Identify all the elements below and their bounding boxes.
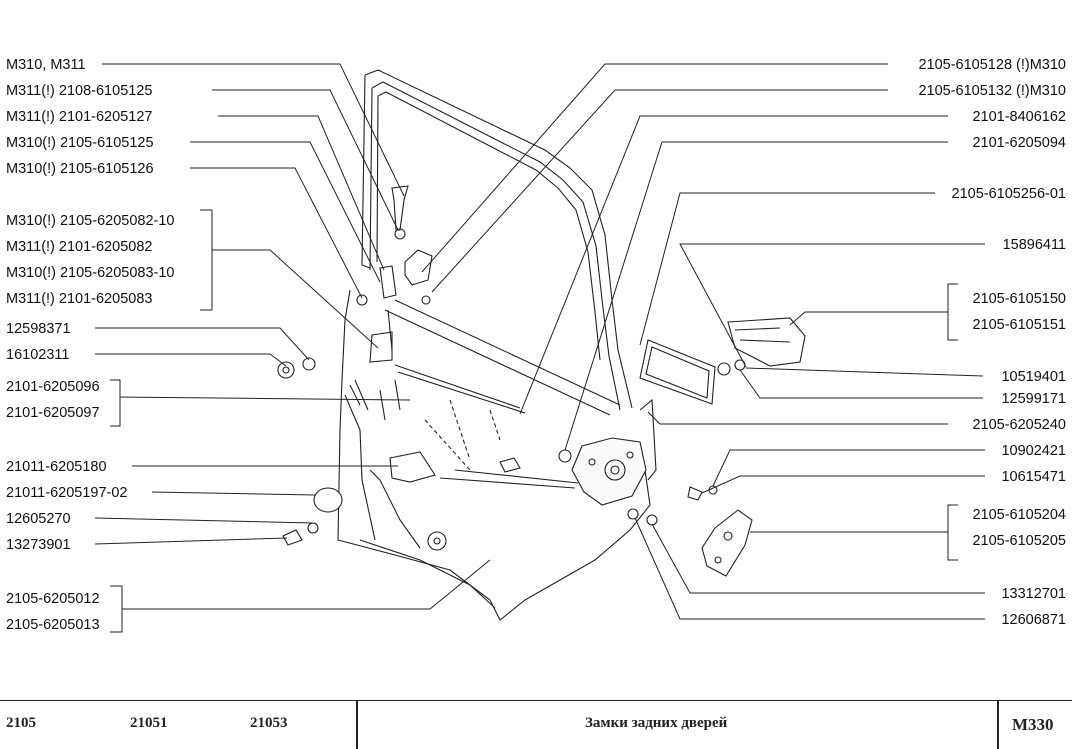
label-13273901: 13273901 <box>6 537 71 553</box>
label-12605270: 12605270 <box>6 511 71 527</box>
label-2105-6205012: 2105-6205012 <box>6 591 100 607</box>
label-m311-2101-6205127: M311(!) 2101-6205127 <box>6 109 153 125</box>
label-2105-6105256-01: 2105-6105256-01 <box>951 186 1067 202</box>
door-lock-diagram <box>94 63 985 633</box>
label-10615471: 10615471 <box>1001 469 1066 485</box>
label-21011-6205197-02: 21011-6205197-02 <box>6 485 128 501</box>
label-21011-6205180: 21011-6205180 <box>6 459 107 475</box>
label-2105-6105132-m310: 2105-6105132 (!)M310 <box>918 83 1066 99</box>
label-2105-6105150: 2105-6105150 <box>972 291 1066 307</box>
label-2101-6205096: 2101-6205096 <box>6 379 100 395</box>
label-m310-2105-6105126: M310(!) 2105-6105126 <box>6 161 154 177</box>
label-10902421: 10902421 <box>1001 443 1066 459</box>
label-12598371: 12598371 <box>6 321 71 337</box>
label-2105-6105151: 2105-6105151 <box>972 317 1066 333</box>
label-2105-6105128-m310: 2105-6105128 (!)M310 <box>918 57 1066 73</box>
label-2105-6205013: 2105-6205013 <box>6 617 100 633</box>
label-2101-8406162: 2101-8406162 <box>972 109 1066 125</box>
label-12599171: 12599171 <box>1001 391 1066 407</box>
footer-model-21053: 21053 <box>250 715 288 731</box>
label-m311-2108-6105125: M311(!) 2108-6105125 <box>6 83 153 99</box>
footer-divider-left <box>356 701 358 749</box>
label-m310-m311: M310, M311 <box>6 57 86 73</box>
page-footer: 2105 21051 21053 Замки задних дверей M33… <box>0 700 1072 749</box>
footer-model-2105: 2105 <box>6 715 36 731</box>
label-16102311: 16102311 <box>6 347 70 363</box>
label-2101-6205097: 2101-6205097 <box>6 405 100 421</box>
label-2105-6105204: 2105-6105204 <box>972 507 1066 523</box>
footer-divider-right <box>997 701 999 749</box>
footer-model-21051: 21051 <box>130 715 168 731</box>
footer-title: Замки задних дверей <box>585 715 728 731</box>
label-m311-2101-6205082: M311(!) 2101-6205082 <box>6 239 153 255</box>
label-m310-2105-6205083-10: M310(!) 2105-6205083-10 <box>6 265 175 281</box>
footer-page-code: M330 <box>1012 715 1054 734</box>
label-2105-6105205: 2105-6105205 <box>972 533 1066 549</box>
label-m311-2101-6205083: M311(!) 2101-6205083 <box>6 291 153 307</box>
label-m310-2105-6205082-10: M310(!) 2105-6205082-10 <box>6 213 175 229</box>
label-2105-6205240: 2105-6205240 <box>972 417 1066 433</box>
label-m310-2105-6105125: M310(!) 2105-6105125 <box>6 135 154 151</box>
label-13312701: 13312701 <box>1001 586 1066 602</box>
label-12606871: 12606871 <box>1001 612 1066 628</box>
label-2101-6205094: 2101-6205094 <box>972 135 1066 151</box>
label-15896411: 15896411 <box>1002 237 1066 253</box>
label-10519401: 10519401 <box>1001 369 1066 385</box>
